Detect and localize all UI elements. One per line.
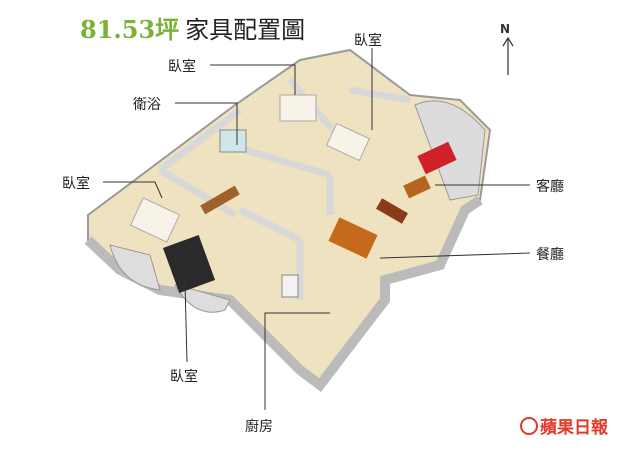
leader-lines [103,48,531,410]
bed-upper [279,94,317,122]
wardrobe [162,234,216,294]
label-living-room: 客廳 [536,179,564,195]
shelf-bedroom [200,185,240,215]
label-bedroom-bottom: 臥室 [170,369,198,385]
label-kitchen: 廚房 [245,419,273,435]
north-arrow-icon [502,36,514,75]
bed-left [129,197,181,243]
logo-text: 蘋果日報 [540,418,608,438]
label-dining-room: 餐廳 [536,247,564,263]
bed-top [325,122,371,162]
floor-area: 81.53坪 [80,15,180,44]
fridge [281,274,299,298]
label-bedroom-left: 臥室 [62,176,90,192]
apple-icon [520,417,538,435]
newspaper-logo: 蘋果日報 [520,413,608,438]
label-bathroom: 衛浴 [133,97,161,113]
page-title: 81.53坪家具配置圖 [80,10,305,45]
coffee-table [403,175,431,199]
label-bedroom-top: 臥室 [354,33,382,49]
bay-window-bottom [173,284,231,313]
compass-label: N [500,22,511,36]
label-bedroom-upper-left: 臥室 [168,59,196,75]
tv-bench [376,198,408,224]
dining-table [328,217,378,259]
bay-window-left [109,244,161,291]
plan-title: 家具配置圖 [185,16,306,44]
sofa [417,141,457,175]
bath-fixture [219,129,247,153]
